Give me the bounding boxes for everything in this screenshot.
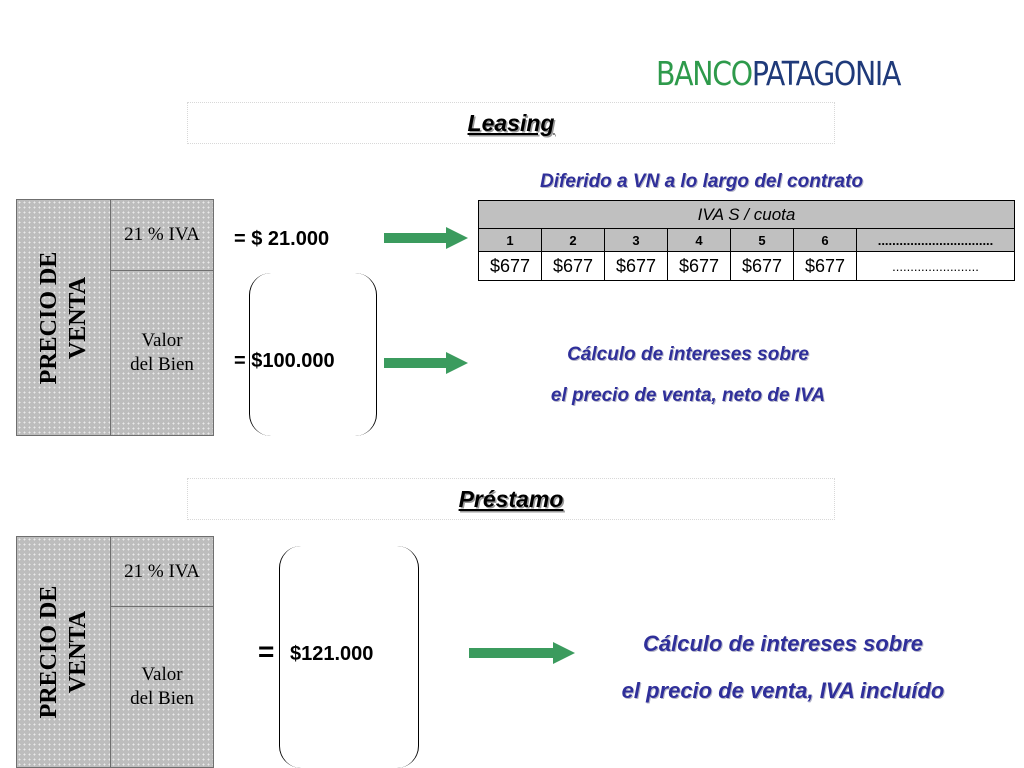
logo-banco-text: BANCO [656, 54, 753, 93]
table-value-5: $677 [730, 251, 794, 281]
leasing-iva-box: 21 % IVA [110, 199, 214, 271]
table-col-2: 2 [541, 228, 605, 252]
leasing-iva-label: 21 % IVA [124, 224, 200, 245]
table-col-3: 3 [604, 228, 668, 252]
prestamo-iva-box: 21 % IVA [110, 536, 214, 607]
leasing-iva-arrow [384, 227, 468, 249]
leasing-bracket [249, 273, 377, 436]
logo-patagonia-text: PATAGONIA [751, 54, 902, 93]
leasing-diferido-note: Diferido a VN a lo largo del contrato [540, 171, 864, 192]
table-value-3: $677 [604, 251, 668, 281]
table-value-row: $677 $677 $677 $677 $677 $677 ..........… [478, 251, 1015, 281]
leasing-title-bar: Leasing [187, 102, 835, 144]
table-col-4: 4 [667, 228, 731, 252]
leasing-interest-note-line1: Cálculo de intereses sobre [567, 344, 809, 365]
prestamo-precio-venta-box: PRECIO DE VENTA [16, 536, 111, 768]
table-col-1: 1 [478, 228, 542, 252]
table-col-5: 5 [730, 228, 794, 252]
table-value-6: $677 [793, 251, 857, 281]
prestamo-interest-note-line1: Cálculo de intereses sobre [643, 631, 923, 656]
leasing-interest-note-line2: el precio de venta, neto de IVA [550, 385, 826, 406]
table-header-cell: IVA S / cuota [478, 200, 1015, 229]
table-value-more: ........................ [856, 251, 1015, 281]
table-header-row: IVA S / cuota [478, 200, 1015, 229]
table-col-more: ................................ [856, 228, 1015, 252]
banco-patagonia-logo: BANCOPATAGONIA [656, 54, 902, 94]
leasing-valor-arrow [384, 352, 468, 374]
leasing-precio-venta-box: PRECIO DE VENTA [16, 199, 111, 436]
leasing-precio-venta-label: PRECIO DE VENTA [35, 251, 91, 384]
table-value-2: $677 [541, 251, 605, 281]
prestamo-interest-note-line2: el precio de venta, IVA incluído [621, 678, 945, 703]
prestamo-valor-box: Valor del Bien [110, 606, 214, 768]
leasing-title: Leasing [467, 109, 555, 136]
leasing-valor-box: Valor del Bien [110, 270, 214, 436]
prestamo-title: Préstamo [458, 485, 564, 512]
leasing-iva-amount: = $ 21.000 [234, 228, 330, 250]
prestamo-valor-label: Valor del Bien [130, 664, 194, 709]
leasing-valor-amount: = $100.000 [234, 350, 335, 372]
prestamo-amount: $121.000 [290, 643, 374, 665]
prestamo-iva-label: 21 % IVA [124, 560, 200, 582]
prestamo-precio-venta-label: PRECIO DE VENTA [35, 585, 91, 719]
iva-cuota-table: IVA S / cuota 1 2 3 4 5 6 ..............… [478, 200, 1015, 281]
table-col-6: 6 [793, 228, 857, 252]
prestamo-arrow [469, 642, 579, 664]
table-value-4: $677 [667, 251, 731, 281]
table-number-row: 1 2 3 4 5 6 ............................… [478, 228, 1015, 252]
table-value-1: $677 [478, 251, 542, 281]
prestamo-equals-sign: = [258, 636, 275, 667]
leasing-valor-label: Valor del Bien [130, 330, 194, 375]
prestamo-title-bar: Préstamo [187, 478, 835, 520]
prestamo-bracket [279, 546, 419, 768]
